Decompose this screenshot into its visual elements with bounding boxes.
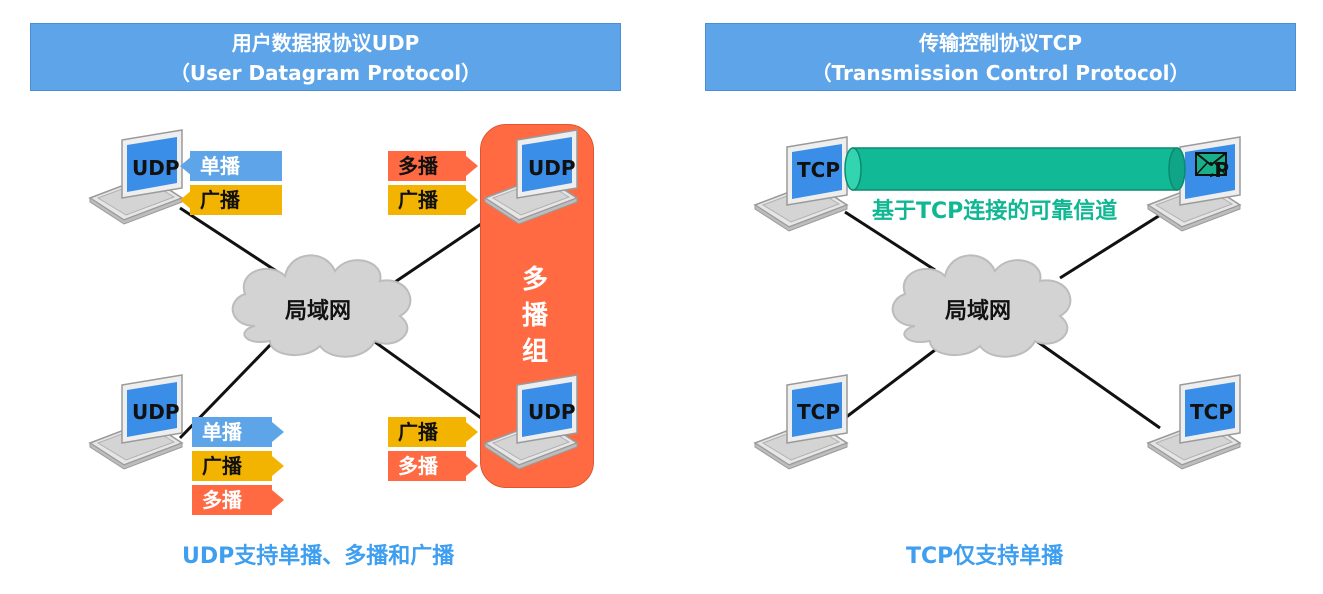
udp-lan-label: 局域网 bbox=[285, 299, 352, 324]
host4-broadcast-tag: 广播 bbox=[388, 417, 466, 447]
tcp-host1-label: TCP bbox=[797, 158, 840, 182]
host2-multicast-tag: 多播 bbox=[388, 151, 466, 181]
tcp-host4-label: TCP bbox=[1190, 400, 1233, 424]
tcp-reliable-channel-pipe bbox=[844, 147, 1186, 191]
tcp-caption: TCP仅支持单播 bbox=[906, 544, 1064, 569]
link-host4-lan bbox=[374, 340, 496, 430]
udp-host1-label: UDP bbox=[132, 156, 180, 180]
tcp-subtitle: （Transmission Control Protocol） bbox=[811, 61, 1190, 85]
udp-title-banner: 用户数据报协议UDP （User Datagram Protocol） bbox=[30, 23, 621, 91]
link-host1-lan bbox=[179, 206, 291, 282]
link-tcp-host4-lan bbox=[1034, 338, 1161, 430]
tcp-title: 传输控制协议TCP bbox=[919, 31, 1082, 55]
link-tcp-host1-lan bbox=[844, 210, 936, 272]
host1-broadcast-tag: 广播 bbox=[190, 185, 282, 215]
link-host2-lan bbox=[394, 216, 491, 284]
host3-multicast-tag: 多播 bbox=[192, 485, 272, 515]
host2-broadcast-arrow bbox=[466, 190, 478, 210]
udp-host4-label: UDP bbox=[528, 400, 576, 424]
host4-multicast-arrow bbox=[466, 456, 478, 476]
link-tcp-host3-lan bbox=[844, 348, 936, 420]
host1-broadcast-arrow bbox=[180, 190, 192, 210]
host3-broadcast-arrow bbox=[272, 456, 284, 476]
host3-unicast-tag: 单播 bbox=[192, 417, 272, 447]
udp-host2-label: UDP bbox=[528, 156, 576, 180]
host1-unicast-arrow bbox=[180, 156, 192, 176]
envelope-icon bbox=[1195, 152, 1227, 176]
host2-broadcast-tag: 广播 bbox=[388, 185, 466, 215]
host4-multicast-tag: 多播 bbox=[388, 451, 466, 481]
host4-broadcast-arrow bbox=[466, 422, 478, 442]
tcp-host3-label: TCP bbox=[797, 400, 840, 424]
udp-title: 用户数据报协议UDP bbox=[231, 31, 420, 55]
tcp-title-banner: 传输控制协议TCP （Transmission Control Protocol… bbox=[705, 23, 1296, 91]
host3-broadcast-tag: 广播 bbox=[192, 451, 272, 481]
tcp-host2-label: TCP bbox=[1210, 158, 1229, 182]
tcp-lan-label: 局域网 bbox=[945, 299, 1012, 324]
host3-unicast-arrow bbox=[272, 422, 284, 442]
multicast-group-label: 多 播 组 bbox=[521, 265, 548, 367]
udp-host3-label: UDP bbox=[132, 400, 180, 424]
udp-subtitle: （User Datagram Protocol） bbox=[169, 61, 482, 85]
udp-caption: UDP支持单播、多播和广播 bbox=[182, 544, 455, 569]
link-tcp-host2-lan bbox=[1059, 210, 1166, 280]
host3-multicast-arrow bbox=[272, 490, 284, 510]
host2-multicast-arrow bbox=[466, 156, 478, 176]
tcp-network-links bbox=[844, 210, 1166, 430]
tcp-connection-label: 基于TCP连接的可靠信道 bbox=[872, 199, 1118, 224]
host1-unicast-tag: 单播 bbox=[190, 151, 282, 181]
